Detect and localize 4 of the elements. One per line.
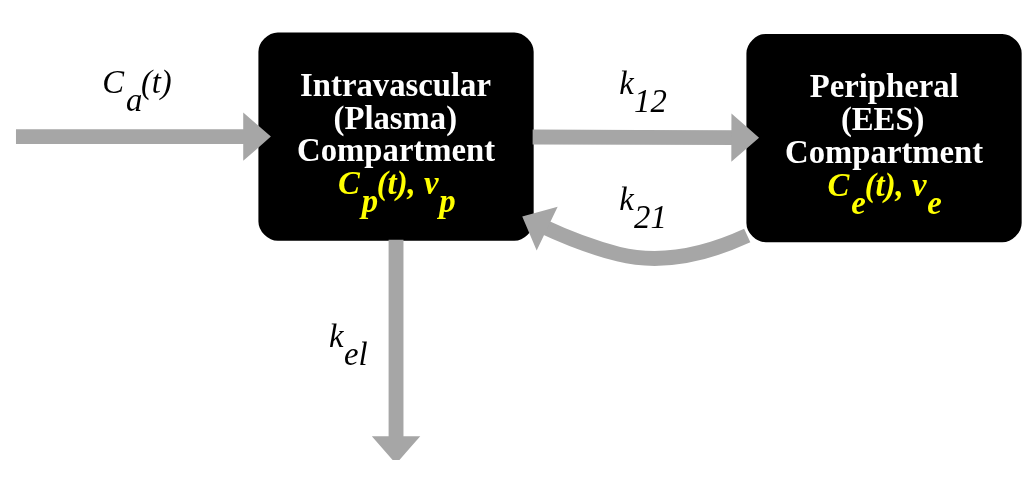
arrow — [371, 239, 421, 460]
arrow — [15, 111, 271, 161]
arrow — [522, 206, 751, 266]
arrow — [532, 112, 760, 162]
